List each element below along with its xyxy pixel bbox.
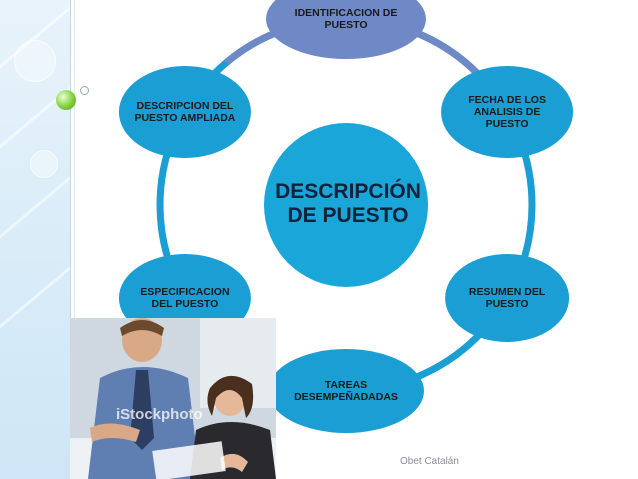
cycle-node-identificacion	[266, 0, 426, 59]
center-title: DESCRIPCIÓN DE PUESTO	[275, 180, 421, 227]
decorative-bubble	[30, 150, 58, 178]
cycle-node-resumen	[445, 254, 570, 342]
small-circle-decoration	[80, 86, 89, 95]
cycle-node-label-descripcion: DESCRIPCION DEL PUESTO AMPLIADA	[134, 100, 236, 124]
cycle-node-label-fecha: FECHA DE LOS ANALISIS DE PUESTO	[468, 94, 546, 130]
divider-line	[70, 0, 71, 479]
photo-watermark: iStockphoto	[116, 406, 203, 423]
decorative-left-strip	[0, 0, 70, 479]
cycle-node-descripcion	[118, 66, 251, 158]
cycle-node-label-resumen: RESUMEN DEL PUESTO	[468, 286, 546, 310]
cycle-node-fecha	[441, 66, 574, 158]
cycle-nodes	[118, 0, 574, 433]
center-node	[264, 123, 428, 287]
green-dot-decoration	[56, 90, 76, 110]
decorative-bubble	[14, 40, 56, 82]
cycle-node-tareas	[268, 349, 424, 433]
author-credit: Obet Catalán	[400, 456, 459, 467]
cycle-node-label-especificacion: ESPECIFICACION DEL PUESTO	[140, 286, 230, 310]
office-photo: iStockphoto	[70, 318, 276, 479]
cycle-node-label-tareas: TAREAS DESEMPEÑADADAS	[294, 379, 398, 403]
divider-line	[74, 0, 75, 479]
cycle-node-label-identificacion: IDENTIFICACION DE PUESTO	[294, 7, 398, 31]
